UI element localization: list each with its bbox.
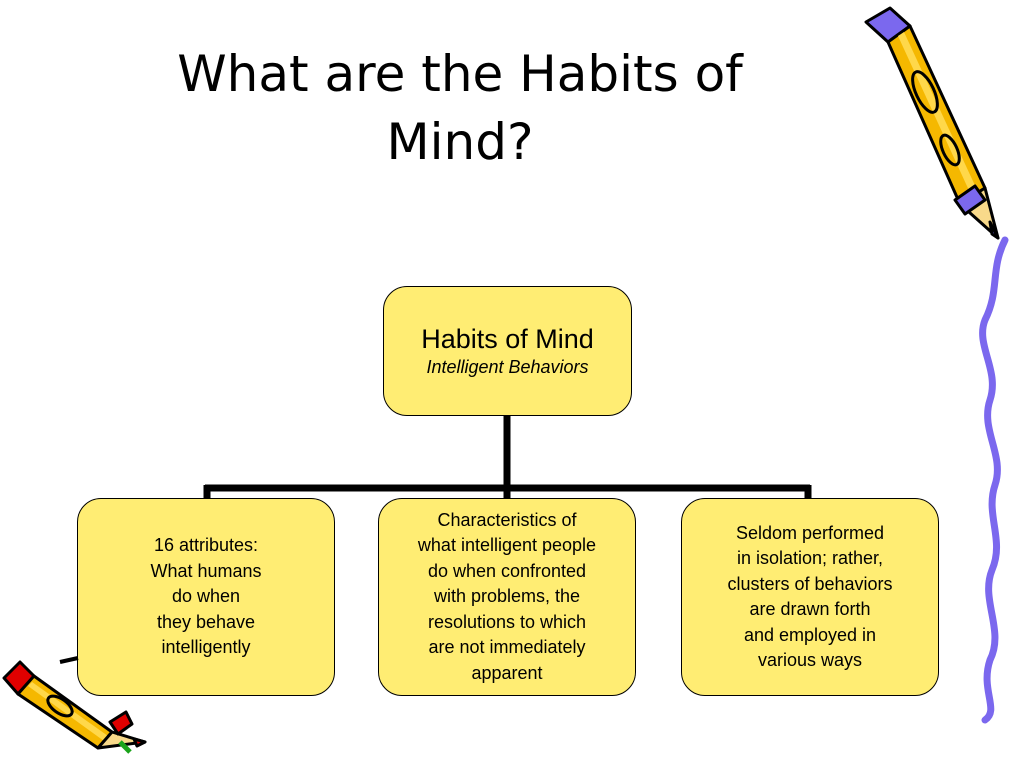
child-node-line: various ways (757, 650, 863, 670)
child-node-line: Seldom performed (735, 522, 885, 543)
root-node: Habits of Mind Intelligent Behaviors (383, 286, 632, 416)
child-node-characteristics: Characteristics of what intelligent peop… (378, 498, 636, 696)
child-node-line: are not immediately (428, 637, 586, 658)
child-node-attributes: 16 attributes: What humans do when they … (77, 498, 335, 696)
root-node-label: Habits of Mind (421, 324, 594, 354)
child-node-line: Characteristics of (437, 509, 577, 530)
squiggle-decoration (979, 236, 1009, 724)
child-node-line: are drawn forth (749, 599, 871, 619)
child-node-line: do when confronted (427, 560, 587, 581)
child-node-clusters: Seldom performed in isolation; rather, c… (681, 498, 939, 696)
slide-title-line-1: What are the Habits of (177, 45, 743, 103)
slide-title-line-2: Mind? (386, 113, 534, 171)
child-node-line: resolutions to which (427, 611, 587, 632)
slide-title: What are the Habits of Mind? (60, 40, 860, 176)
child-node-line: intelligently (161, 637, 251, 658)
child-node-line: in isolation; rather, (736, 548, 884, 568)
child-node-line: with problems, the (433, 586, 581, 607)
child-node-line: what intelligent people (417, 535, 597, 556)
root-node-sublabel: Intelligent Behaviors (426, 357, 589, 377)
child-node-line: and employed in (743, 624, 877, 645)
child-node-line: 16 attributes: (153, 535, 259, 556)
child-node-line: apparent (471, 662, 543, 683)
child-node-line: do when (171, 586, 241, 607)
child-node-line: they behave (156, 611, 256, 632)
child-node-line: clusters of behaviors (727, 573, 893, 594)
child-node-line: What humans (150, 560, 262, 581)
